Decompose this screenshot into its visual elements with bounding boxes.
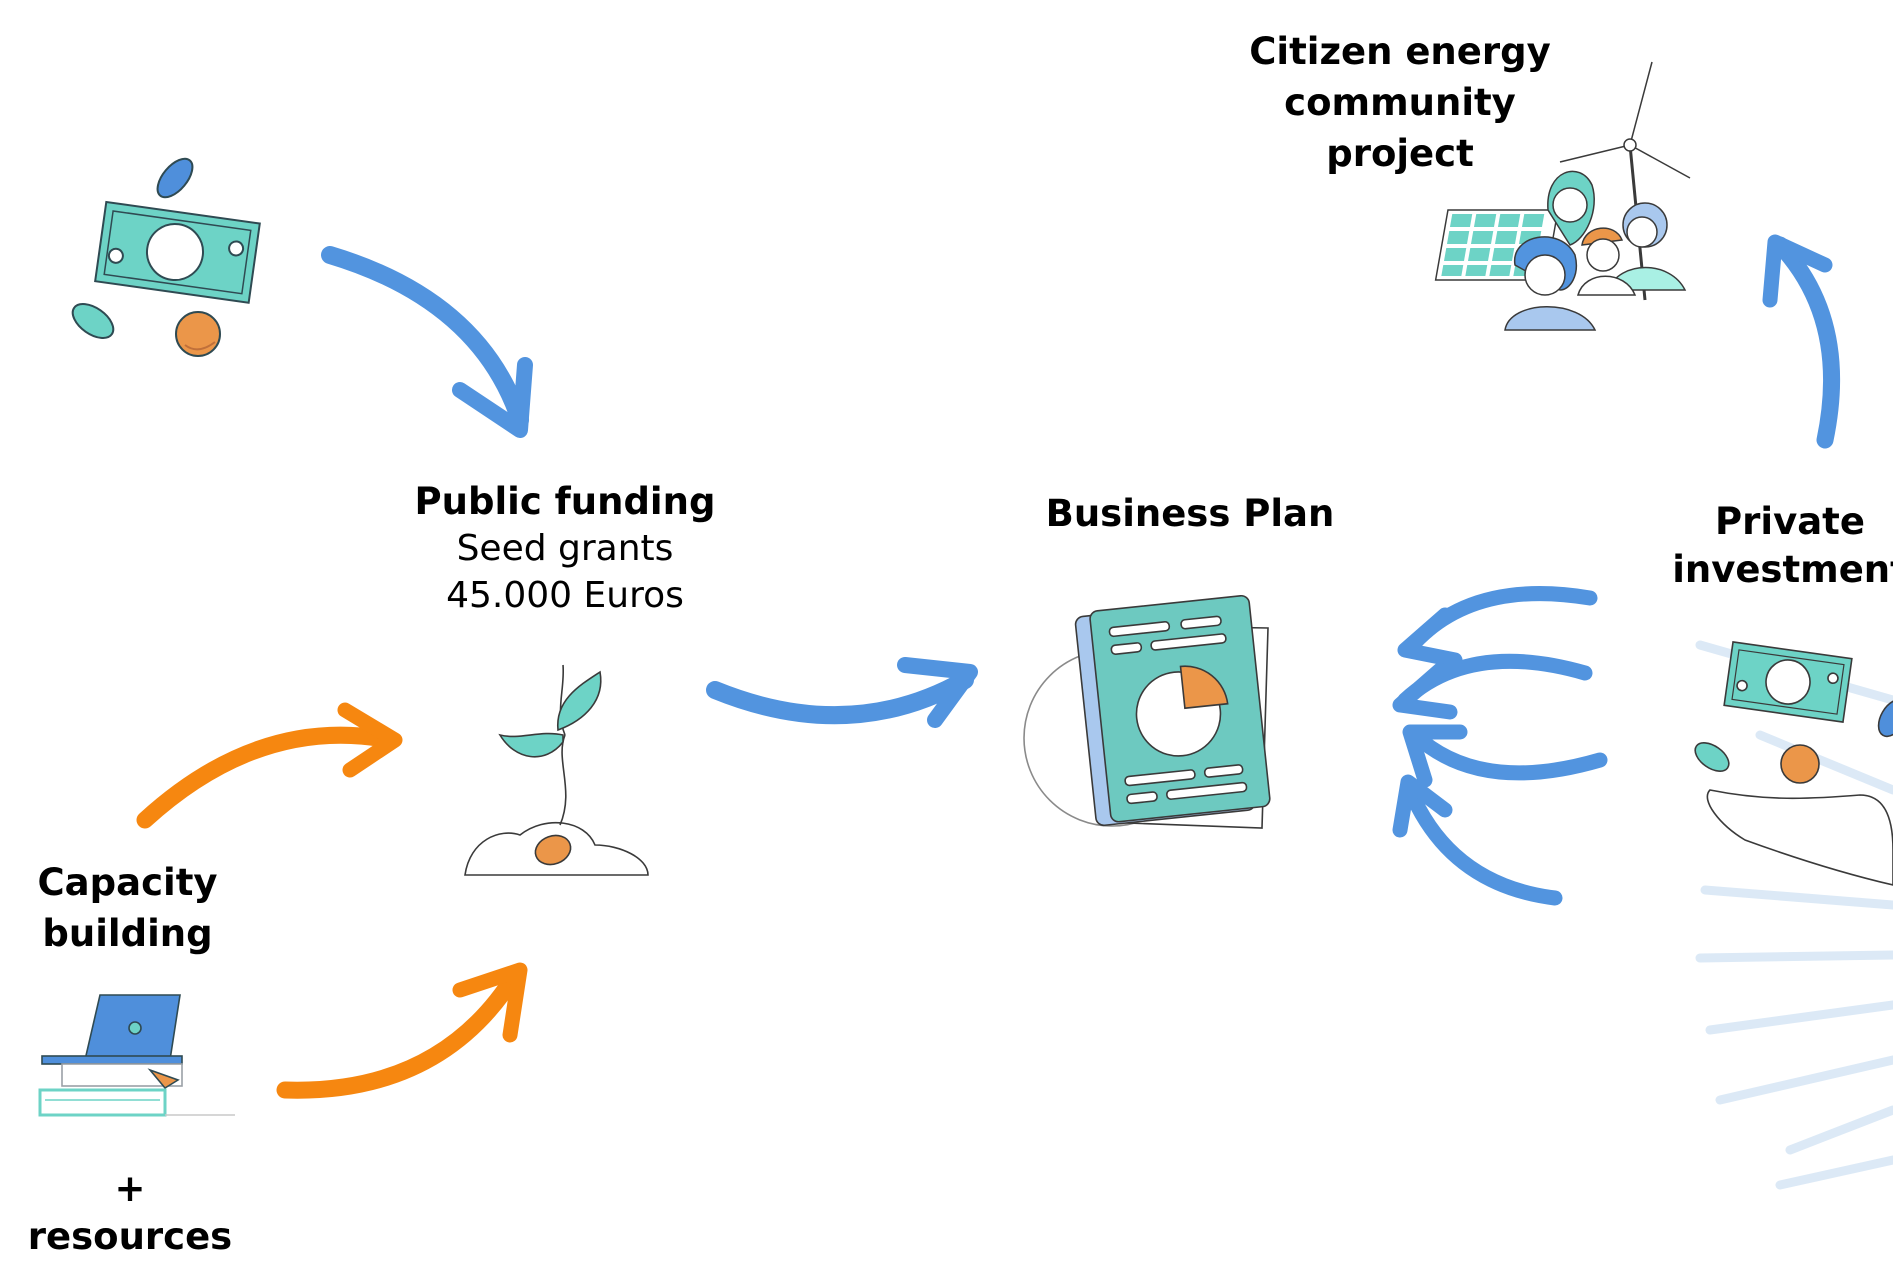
citizen-project-label: Citizen energy community project (1210, 26, 1590, 179)
community-wind-solar-icon (1434, 61, 1691, 331)
resources-label: + resources (10, 1165, 250, 1261)
arrow-capacity-to-funding-upper (136, 702, 403, 829)
business-plan-title: Business Plan (1045, 492, 1335, 535)
laptop-books-icon (38, 994, 235, 1117)
capacity-building-line1: Capacity (37, 861, 218, 904)
seed-grants-text: Seed grants (456, 528, 674, 570)
capacity-building-line2: building (42, 912, 213, 956)
private-investment-line1: Private (1715, 500, 1865, 543)
hand-money-icon (1694, 641, 1893, 886)
arrow-investment-to-citizen (1762, 234, 1841, 449)
arrows-investment-to-business (1392, 586, 1608, 906)
arrow-capacity-to-funding-lower (276, 962, 528, 1099)
starburst-rays-decoration (1695, 640, 1893, 1190)
public-funding-label: Public funding Seed grants 45.000 Euros (400, 478, 730, 620)
citizen-project-line3: project (1326, 132, 1474, 176)
private-investment-line2: investment (1672, 548, 1893, 592)
money-icon (71, 157, 261, 357)
funding-amount-text: 45.000 Euros (446, 574, 684, 616)
private-investment-label: Private investment (1640, 498, 1893, 594)
business-plan-label: Business Plan (1020, 490, 1360, 538)
seedling-icon (464, 664, 649, 876)
citizen-project-line2: community (1284, 81, 1516, 125)
resources-text: + resources (27, 1167, 233, 1259)
arrow-funding-to-business (706, 657, 978, 728)
citizen-project-line1: Citizen energy (1249, 30, 1551, 73)
public-funding-title: Public funding (414, 480, 716, 523)
diagram-canvas (38, 61, 1893, 1190)
arrow-money-to-funding (321, 246, 533, 438)
capacity-building-label: Capacity building (10, 857, 245, 959)
document-chart-icon (1023, 594, 1271, 829)
